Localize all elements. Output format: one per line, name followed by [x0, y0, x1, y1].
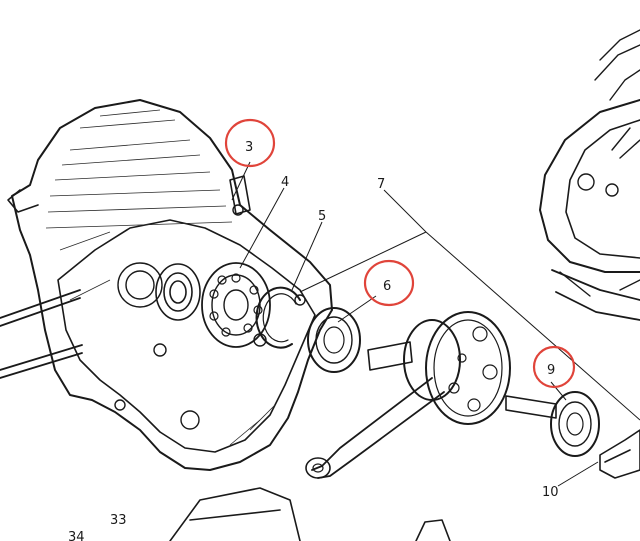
lower-parts: [169, 487, 451, 541]
callout-10: 10: [542, 485, 559, 500]
callout-3: 3: [245, 140, 253, 155]
leader-lines: [231, 161, 640, 487]
callout-4: 4: [281, 175, 289, 190]
oil-seal-left: [307, 307, 361, 373]
highlight-ring-9: [532, 345, 576, 389]
callout-34: 34: [68, 530, 85, 541]
oil-seal-right: [550, 391, 600, 457]
callout-5: 5: [318, 209, 326, 224]
highlight-ring-6: [363, 259, 415, 307]
circlip: [255, 286, 301, 349]
highlight-ring-3: [224, 118, 276, 168]
small-bracket: [599, 429, 640, 479]
callout-labels: 3 4 5 6 7 9 10 33 34: [68, 140, 559, 541]
flywheel-magneto: [539, 29, 640, 321]
callout-9: 9: [547, 363, 555, 378]
through-studs: [0, 289, 83, 379]
ball-bearing-small: [155, 263, 201, 321]
callout-33: 33: [110, 513, 127, 528]
callout-6: 6: [383, 279, 391, 294]
highlight-rings: [224, 118, 576, 389]
crankshaft: [305, 311, 557, 479]
ball-bearing-large: [201, 262, 271, 348]
callout-7: 7: [377, 177, 385, 192]
crankcase-half: [7, 99, 333, 471]
